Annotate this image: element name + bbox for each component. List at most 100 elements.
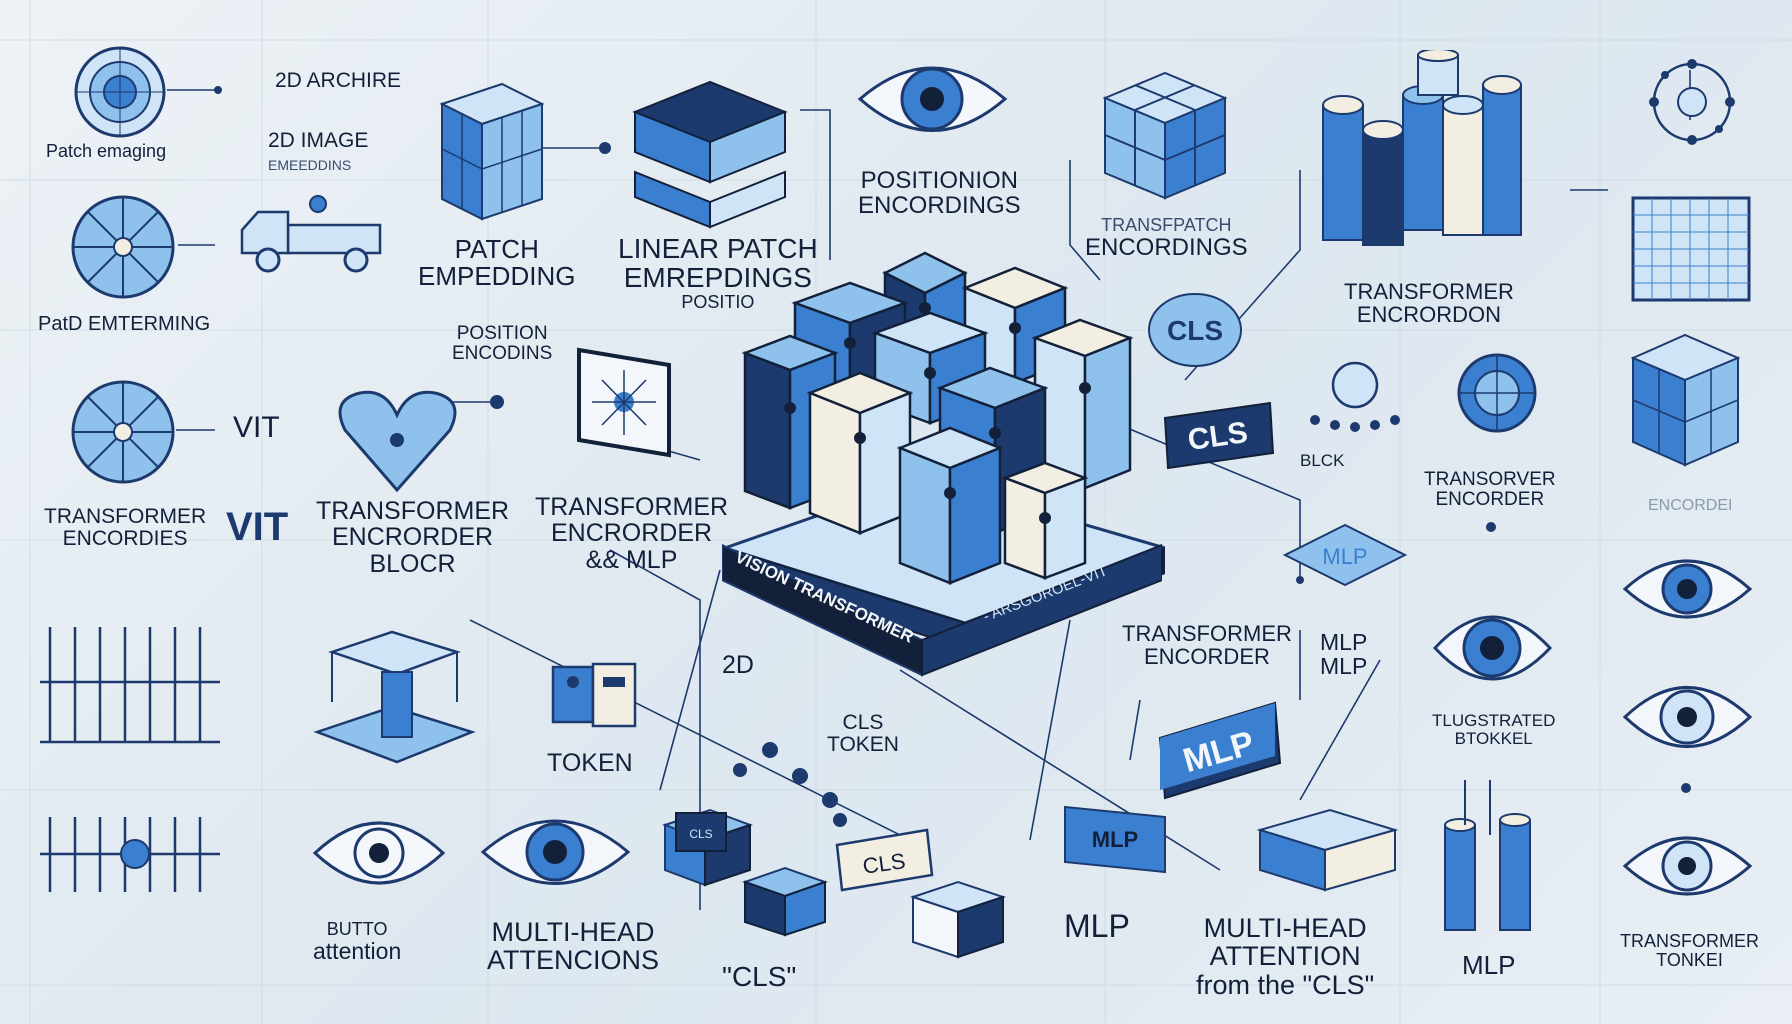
- label-line: MLP: [1320, 629, 1368, 655]
- cls-cube-text: CLS: [861, 848, 907, 879]
- fan-icon: [68, 377, 178, 487]
- label-emeddins: EMEEDDINS: [268, 157, 352, 173]
- cls-chip-text: CLS: [689, 827, 712, 841]
- vision-transformer-banner: VISION TRANSFORMER - ARSGOROEL-VIT: [722, 540, 1162, 720]
- grid-square-icon: [1630, 195, 1752, 303]
- label-line: MULTI-HEAD: [491, 917, 655, 947]
- label-line: LINEAR PATCH: [618, 233, 818, 264]
- node-icon: [1250, 795, 1405, 895]
- network-ring-icon: [1640, 55, 1745, 150]
- eye-icon: [855, 52, 1010, 147]
- label-line: TRANSFORMER: [316, 497, 510, 525]
- gear-network-icon: [1300, 355, 1410, 435]
- mlp-tile-icon: MLP: [1280, 520, 1410, 590]
- eye-icon: [1620, 545, 1755, 633]
- label-patd-emterming: PatD EMTERMING: [38, 313, 211, 335]
- cube-2x2-icon: [1095, 68, 1235, 203]
- cube-grid-icon: [1628, 330, 1743, 470]
- label-mlp-bottom-mid: MLP: [1064, 908, 1130, 944]
- label-line: BLOCR: [369, 549, 456, 578]
- tray-icon: [312, 612, 477, 772]
- label-line: ATTENTION: [1209, 941, 1361, 972]
- label-line: EMREPDINGS: [623, 262, 812, 294]
- label-line: PATCH: [454, 234, 539, 264]
- cylinder-pair-icon: [1440, 775, 1540, 935]
- chip-cls-icon: [548, 652, 640, 734]
- label-vit-big: VIT: [226, 505, 289, 549]
- label-line: TRANSFORMER: [1122, 621, 1292, 646]
- label-2d-archire: 2D ARCHIRE: [275, 69, 402, 92]
- label-line: ENCORDER: [1143, 644, 1270, 670]
- label-line: ENCRORDON: [1356, 302, 1502, 328]
- label-encordei: ENCORDEI: [1648, 497, 1733, 514]
- eye-icon: [1620, 822, 1755, 910]
- label-line: attention: [313, 937, 402, 964]
- fan-icon: [68, 192, 178, 302]
- cls-chip-icon: CLS: [666, 798, 736, 858]
- cls-cube-icon: CLS: [832, 825, 940, 895]
- label-vit-small: VIT: [233, 411, 280, 444]
- label-line: ENCORDER: [1435, 488, 1545, 510]
- spark-panel-icon: [574, 345, 672, 460]
- label-line: TRANSFPATCH: [1101, 215, 1232, 235]
- truck-icon: [238, 190, 386, 275]
- stacked-tiles-icon: [630, 72, 790, 232]
- label-line: BUTTO: [326, 919, 388, 939]
- radial-disk-icon: [70, 45, 170, 140]
- label-mlp-bottom-right: MLP: [1462, 950, 1516, 980]
- bars-icon: [35, 622, 225, 747]
- label-line: POSITION: [456, 323, 548, 344]
- label-line: POSITIONION: [860, 167, 1019, 194]
- label-line: ENCODINS: [452, 342, 553, 364]
- label-line: TOKEN: [827, 733, 899, 757]
- label-line: TRANSFORMER: [1344, 279, 1514, 304]
- label-line: from the "CLS": [1196, 969, 1375, 1000]
- label-line: EMPEDDING: [418, 261, 576, 292]
- globe-icon: [1456, 352, 1538, 434]
- cylinders-icon: [1318, 50, 1528, 250]
- label-line: ATTENCIONS: [487, 945, 660, 976]
- label-line: ENCORDINGS: [1085, 233, 1248, 261]
- mlp-tile-text: MLP: [1322, 544, 1367, 569]
- label-line: BTOKKEL: [1454, 728, 1533, 748]
- eye-icon: [478, 805, 633, 900]
- label-line: TRANSFORMER: [44, 505, 207, 528]
- heart-icon: [335, 385, 460, 495]
- label-line: TRANSFORMER: [1620, 931, 1759, 951]
- label-token: TOKEN: [547, 749, 633, 777]
- cls-badge-icon: CLS: [1145, 290, 1245, 370]
- cube-grid-icon: [432, 74, 547, 224]
- mlp-small-tile-text: MLP: [1092, 827, 1138, 852]
- label-line: MLP: [1320, 653, 1368, 680]
- label-2d: 2D: [722, 651, 754, 679]
- mesh-icon: [35, 812, 225, 897]
- cls-sign-icon: CLS: [1160, 398, 1278, 473]
- eye-icon: [1430, 598, 1555, 698]
- node-icon: [908, 872, 1008, 962]
- label-line: TRANSFORMER: [535, 493, 729, 521]
- label-line: ENCRORDER: [550, 519, 713, 548]
- label-line: TLUGSTRATED: [1432, 711, 1556, 730]
- label-2d-image: 2D IMAGE: [268, 129, 369, 152]
- label-line: ENCORDIES: [62, 527, 188, 551]
- eye-icon: [1620, 670, 1755, 765]
- label-patch-emaging: Patch emaging: [46, 141, 167, 161]
- label-line: TONKEI: [1656, 949, 1723, 970]
